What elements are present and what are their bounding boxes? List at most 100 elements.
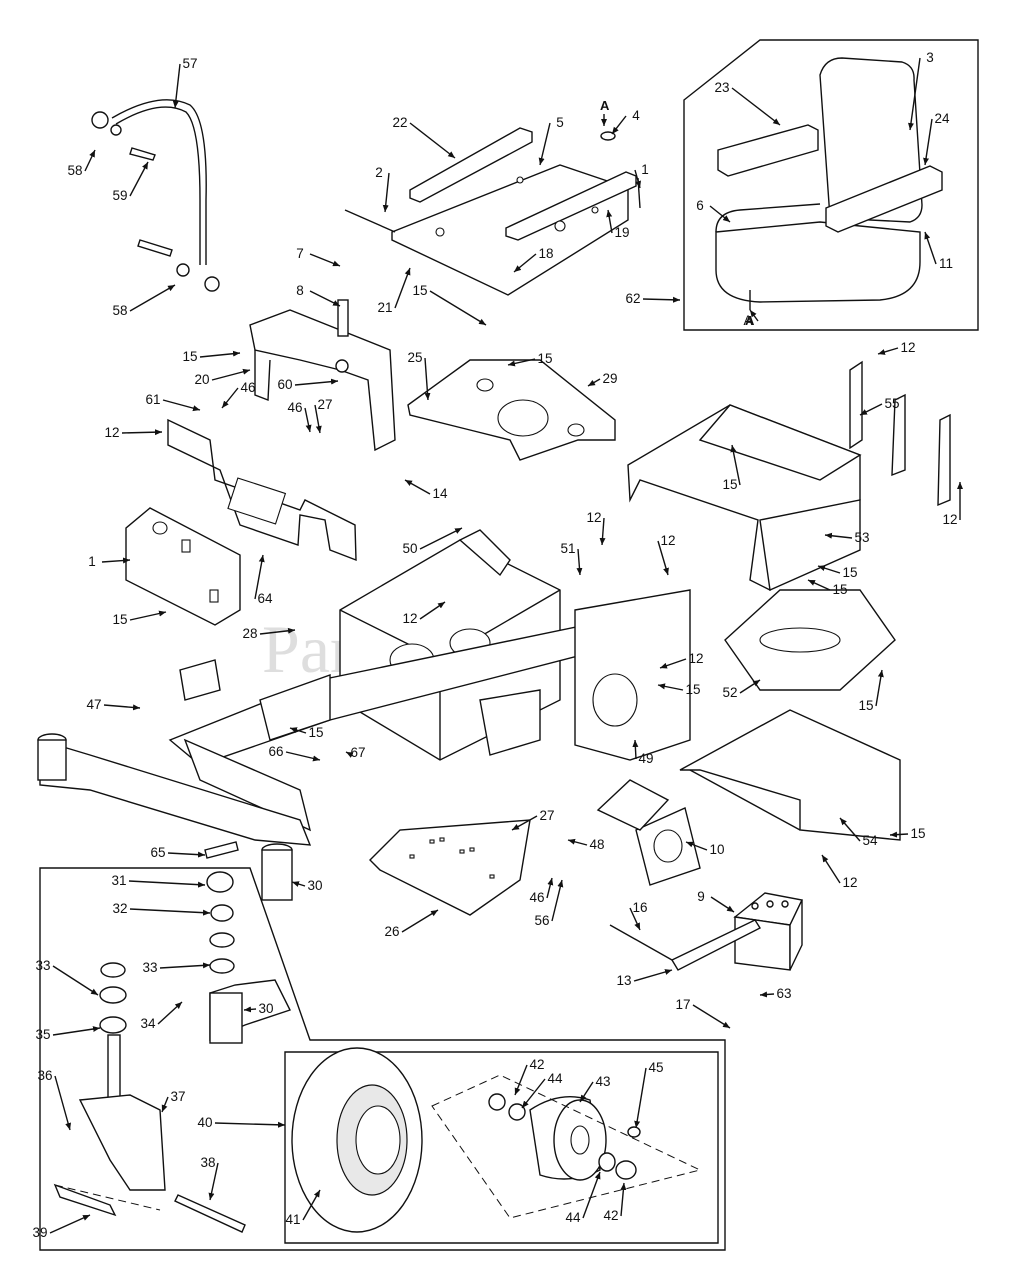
leader-arrow <box>161 1096 169 1113</box>
part-callout-46: 46 <box>240 380 255 395</box>
leader-arrow <box>731 87 781 126</box>
wheel-assembly-box <box>284 1047 719 1244</box>
leader-arrow <box>634 169 642 189</box>
leader-arrow <box>692 1004 731 1029</box>
part-callout-1: 1 <box>641 162 649 177</box>
leader-arrow <box>599 517 606 546</box>
leader-arrow <box>907 57 921 131</box>
control-panel <box>125 507 241 626</box>
callout-leaders <box>49 57 963 1234</box>
leader-arrow <box>309 290 341 307</box>
dash-panel <box>167 418 357 562</box>
leader-arrow <box>507 358 536 367</box>
part-callout-67: 67 <box>350 745 365 760</box>
part-callout-58: 58 <box>112 303 127 318</box>
leader-arrow <box>401 909 439 933</box>
leader-arrow <box>521 1078 546 1109</box>
seat-plate <box>344 127 641 296</box>
leader-arrow <box>657 540 669 576</box>
leader-arrow <box>642 296 681 303</box>
part-callout-33: 33 <box>142 960 157 975</box>
leader-arrow <box>889 831 909 838</box>
part-callout-46: 46 <box>529 890 544 905</box>
part-callout-1: 1 <box>88 554 96 569</box>
left-armrest <box>717 124 819 177</box>
part-callout-44: 44 <box>547 1071 563 1086</box>
leader-arrow <box>657 683 684 691</box>
part-callout-62: 62 <box>625 291 640 306</box>
leader-arrow <box>259 627 296 635</box>
part-callout-52: 52 <box>722 685 737 700</box>
leader-arrow <box>923 118 933 166</box>
hydraulic-hose <box>91 99 220 292</box>
leader-arrow <box>409 122 456 159</box>
leader-arrow <box>214 1121 286 1128</box>
leader-arrow <box>710 896 735 913</box>
part-callout-30: 30 <box>258 1001 273 1016</box>
part-callout-41: 41 <box>285 1212 300 1227</box>
view-marker-a: A <box>600 98 610 113</box>
part-callout-13: 13 <box>616 973 631 988</box>
leader-arrow <box>859 403 883 416</box>
leader-arrow <box>839 817 861 842</box>
leader-arrow <box>157 1001 183 1025</box>
leader-arrow <box>633 969 673 982</box>
part-callout-12: 12 <box>586 510 601 525</box>
control-bracket <box>249 299 396 452</box>
seat-assembly-box <box>683 39 979 331</box>
leader-arrow <box>749 309 759 322</box>
part-callout-18: 18 <box>538 246 553 261</box>
part-callout-A: A <box>743 313 752 328</box>
seat-cushion <box>715 221 921 303</box>
part-callout-66: 66 <box>268 744 283 759</box>
part-callout-15: 15 <box>722 477 737 492</box>
part-callout-59: 59 <box>112 188 127 203</box>
part-callout-58: 58 <box>67 163 82 178</box>
part-callout-55: 55 <box>884 396 899 411</box>
leader-arrow <box>546 877 554 899</box>
part-callout-14: 14 <box>432 486 448 501</box>
part-callout-15: 15 <box>412 283 427 298</box>
leader-arrow <box>877 347 899 355</box>
part-callout-54: 54 <box>862 833 878 848</box>
part-callout-27: 27 <box>317 397 332 412</box>
part-callout-64: 64 <box>257 591 273 606</box>
leader-arrow <box>129 610 167 621</box>
leader-arrow <box>101 557 131 564</box>
leader-arrow <box>730 444 741 486</box>
part-callout-45: 45 <box>648 1060 663 1075</box>
part-callout-17: 17 <box>675 997 690 1012</box>
part-callout-10: 10 <box>709 842 724 857</box>
leader-arrow <box>162 399 201 412</box>
leader-arrow <box>211 368 251 381</box>
leader-arrow <box>424 357 431 401</box>
leader-arrow <box>314 404 322 434</box>
leader-arrow <box>172 63 181 109</box>
part-callout-12: 12 <box>688 651 703 666</box>
leader-arrow <box>167 851 206 858</box>
part-callout-30: 30 <box>307 878 322 893</box>
part-callout-15: 15 <box>910 826 925 841</box>
mounting-bracket <box>596 779 670 831</box>
part-callout-42: 42 <box>603 1208 618 1223</box>
part-callout-46: 46 <box>287 400 302 415</box>
part-callout-20: 20 <box>194 372 209 387</box>
part-callout-35: 35 <box>35 1027 50 1042</box>
leader-arrow <box>685 841 708 851</box>
leader-arrow <box>587 378 601 387</box>
part-callout-21: 21 <box>377 300 392 315</box>
part-callout-12: 12 <box>104 425 119 440</box>
part-callout-15: 15 <box>858 698 873 713</box>
part-callout-48: 48 <box>589 837 604 852</box>
part-callout-12: 12 <box>842 875 857 890</box>
front-axle <box>37 733 312 901</box>
leader-arrow <box>394 267 411 309</box>
leader-arrow <box>103 704 141 711</box>
leader-arrow <box>289 727 307 734</box>
part-callout-63: 63 <box>776 986 791 1001</box>
part-callout-15: 15 <box>112 612 127 627</box>
leader-arrow <box>620 1182 627 1217</box>
part-callout-33: 33 <box>35 958 50 973</box>
